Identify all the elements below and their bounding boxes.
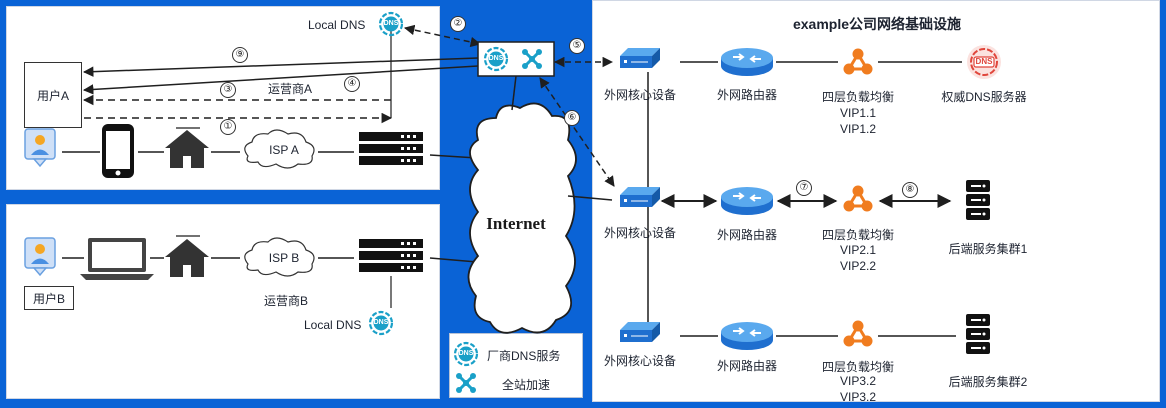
row2-core-label: 外网核心设备 (603, 226, 677, 240)
carrier-a-server-rack-icon (359, 132, 423, 165)
step-3: ③ (220, 82, 236, 98)
local-dns-b-glyph: DNS (373, 319, 389, 326)
load-balancer-2-icon (842, 184, 874, 213)
region-carrier-b (6, 204, 440, 399)
row1-vip-2: VIP1.2 (839, 122, 877, 136)
router-3-icon (720, 321, 774, 351)
row2-vip-1: VIP2.1 (839, 243, 877, 257)
router-2-icon (720, 186, 774, 216)
step-2: ② (450, 16, 466, 32)
row3-vip-1: VIP3.2 (839, 374, 877, 388)
row3-router-label: 外网路由器 (716, 359, 778, 373)
row1-lb-label: 四层负载均衡 (821, 90, 895, 104)
carrier-b-label: 运营商B (263, 294, 309, 308)
core-device-2-icon (619, 186, 661, 208)
core-device-3-icon (619, 321, 661, 343)
core-device-1-icon (619, 47, 661, 69)
row1-vip-1: VIP1.1 (839, 106, 877, 120)
laptop-icon (80, 238, 154, 280)
vendor-dns-glyph: DNS (488, 55, 504, 62)
carrier-b-server-rack-icon (359, 239, 423, 272)
step-6: ⑥ (564, 110, 580, 126)
user-a-icon (24, 128, 56, 167)
step-8: ⑧ (902, 182, 918, 198)
user-b-icon (24, 237, 56, 276)
step-7: ⑦ (796, 180, 812, 196)
row2-end-label: 后端服务集群1 (948, 242, 1028, 256)
local-dns-b-label: Local DNS (304, 318, 362, 332)
row1-router-label: 外网路由器 (716, 88, 778, 102)
backend-cluster-1-icon (966, 180, 990, 220)
step-4: ④ (344, 76, 360, 92)
row1-core-label: 外网核心设备 (603, 88, 677, 102)
step-5: ⑤ (569, 38, 585, 54)
legend-acceleration-icon (454, 371, 478, 395)
legend-vendor-dns-label: 厂商DNS服务 (487, 349, 561, 363)
diagram-title: example公司网络基础设施 (792, 16, 962, 32)
legend-dns-glyph: DNS (458, 350, 474, 357)
home-a-icon (165, 130, 209, 168)
home-b-icon (165, 239, 209, 277)
row3-vip-2: VIP3.2 (839, 390, 877, 404)
load-balancer-1-icon (842, 47, 874, 76)
user-a-box: 用户A (24, 62, 82, 128)
backend-cluster-2-icon (966, 314, 990, 354)
row3-lb-label: 四层负载均衡 (821, 360, 895, 374)
row3-core-label: 外网核心设备 (603, 354, 677, 368)
step-9: ⑨ (232, 47, 248, 63)
internet-label: Internet (486, 214, 546, 233)
load-balancer-3-icon (842, 319, 874, 348)
step-1: ① (220, 119, 236, 135)
authoritative-dns-glyph: DNS (975, 57, 993, 66)
legend-acceleration-label: 全站加速 (502, 378, 551, 392)
isp-a-label: ISP A (269, 143, 299, 157)
row2-router-label: 外网路由器 (716, 228, 778, 242)
user-b-box: 用户B (24, 286, 74, 310)
phone-icon (102, 124, 134, 178)
authoritative-dns-icon (967, 45, 1001, 79)
router-1-icon (720, 47, 774, 77)
row2-vip-2: VIP2.2 (839, 259, 877, 273)
isp-b-label: ISP B (268, 251, 300, 265)
local-dns-a-glyph: DNS (383, 20, 399, 27)
row3-end-label: 后端服务集群2 (948, 375, 1028, 389)
local-dns-a-label: Local DNS (308, 18, 366, 32)
row2-lb-label: 四层负载均衡 (821, 228, 895, 242)
row1-end-label: 权威DNS服务器 (941, 90, 1027, 104)
carrier-a-label: 运营商A (267, 82, 313, 96)
